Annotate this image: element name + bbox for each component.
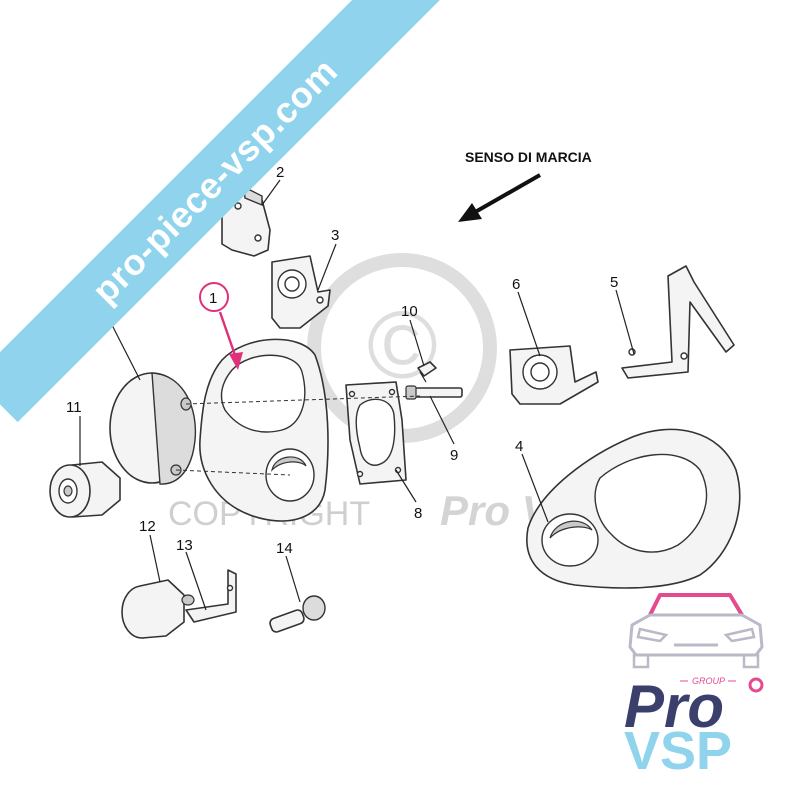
part-7-lens — [109, 372, 197, 485]
part-14-bulb — [269, 595, 326, 633]
callout-1: 1 — [209, 290, 217, 307]
callout-3: 3 — [331, 227, 339, 244]
direction-label: SENSO DI MARCIA — [465, 149, 592, 165]
part-3-bracket — [271, 255, 331, 329]
assembly-lines — [175, 395, 421, 476]
part-11-headlamp — [49, 461, 121, 518]
leader-lines — [79, 179, 635, 611]
part-6-bracket — [509, 345, 599, 405]
logo-group-text: GROUP — [692, 676, 725, 686]
gear-icon — [748, 677, 764, 693]
part-13-bracket — [185, 569, 237, 623]
callout-5: 5 — [610, 274, 618, 291]
arrow-down-left-icon — [458, 173, 541, 222]
callout-10: 10 — [401, 303, 418, 320]
callout-8: 8 — [414, 505, 422, 522]
part-1-headlight-cover — [199, 338, 329, 522]
callout-12: 12 — [139, 518, 156, 535]
provsp-logo: GROUP Pro VSP — [624, 593, 764, 775]
logo-vsp-text: VSP — [624, 721, 732, 775]
callout-6: 6 — [512, 276, 520, 293]
callout-4: 4 — [515, 438, 523, 455]
part-5-bracket — [621, 265, 735, 379]
part-12-fog-lamp — [121, 579, 195, 639]
part-8-gasket-plate — [345, 381, 407, 485]
car-icon — [628, 593, 764, 669]
callout-13: 13 — [176, 537, 193, 554]
callout-1-highlight — [199, 282, 243, 370]
callout-2: 2 — [276, 164, 284, 181]
callout-9: 9 — [450, 447, 458, 464]
part-4-headlight-trim — [526, 428, 741, 589]
part-10-adjuster-screw — [405, 361, 463, 400]
callout-11: 11 — [66, 399, 82, 416]
logo-pro-text: Pro — [624, 673, 724, 740]
callout-14: 14 — [276, 540, 293, 557]
